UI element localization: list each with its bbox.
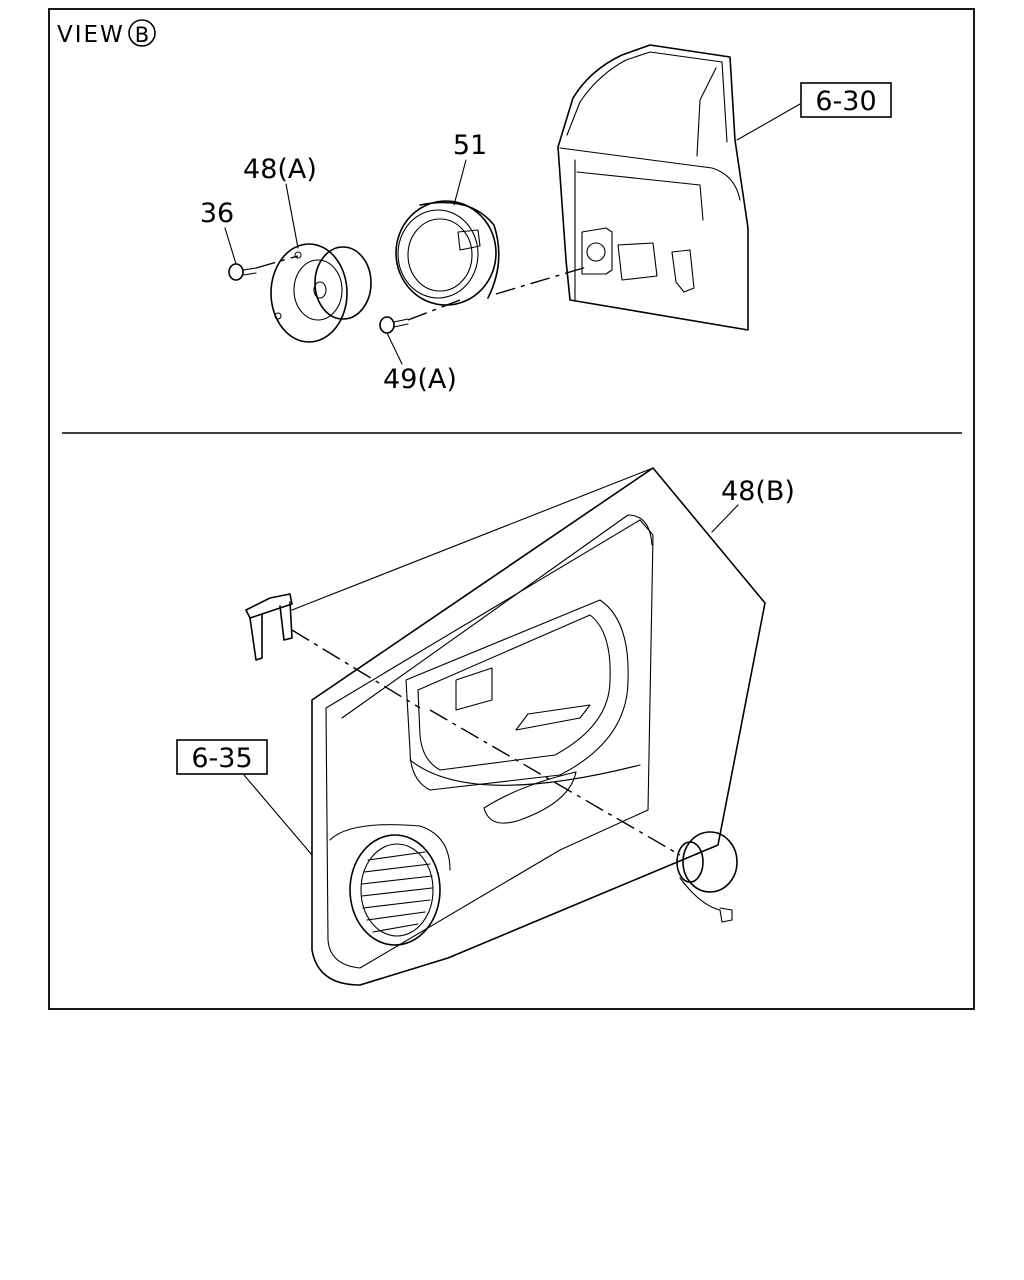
speaker-48a [270, 243, 372, 343]
assembly-line-lower-2 [429, 709, 681, 856]
assembly-line-upper [495, 265, 591, 295]
part-36-label: 36 [200, 198, 234, 229]
leader-48b [711, 504, 739, 533]
view-title: VIEW [57, 22, 125, 48]
door-outer-panel [557, 44, 749, 331]
assembly-line-lower-1 [291, 629, 421, 709]
leader-6-30 [736, 103, 801, 141]
leader-49a [386, 332, 403, 365]
view-marker: B [135, 23, 149, 47]
view-b-header: VIEW B [57, 19, 156, 48]
part-48b-label: 48(B) [721, 476, 795, 507]
part-49a-label: 49(A) [383, 364, 457, 395]
ref-6-35-label: 6-35 [191, 743, 252, 774]
view-marker-circle [128, 19, 156, 47]
leader-51 [453, 159, 467, 206]
leader-6-35 [243, 774, 313, 856]
leader-36 [224, 227, 237, 265]
door-trim-panel [311, 467, 766, 986]
diagram-frame [48, 8, 975, 1010]
speaker-48b [676, 831, 738, 923]
ref-box-6-30: 6-30 [800, 82, 892, 118]
screw-36 [228, 263, 257, 281]
trim-clip [245, 593, 293, 661]
leader-48a [285, 183, 299, 249]
ref-box-6-35: 6-35 [176, 739, 268, 775]
screw-49a [379, 316, 409, 334]
part-48a-label: 48(A) [243, 154, 317, 185]
part-51-label: 51 [453, 130, 487, 161]
speaker-adapter [395, 200, 500, 306]
ref-6-30-label: 6-30 [815, 86, 876, 117]
speaker-grille [349, 834, 441, 946]
speaker-mount-hole [586, 242, 606, 262]
